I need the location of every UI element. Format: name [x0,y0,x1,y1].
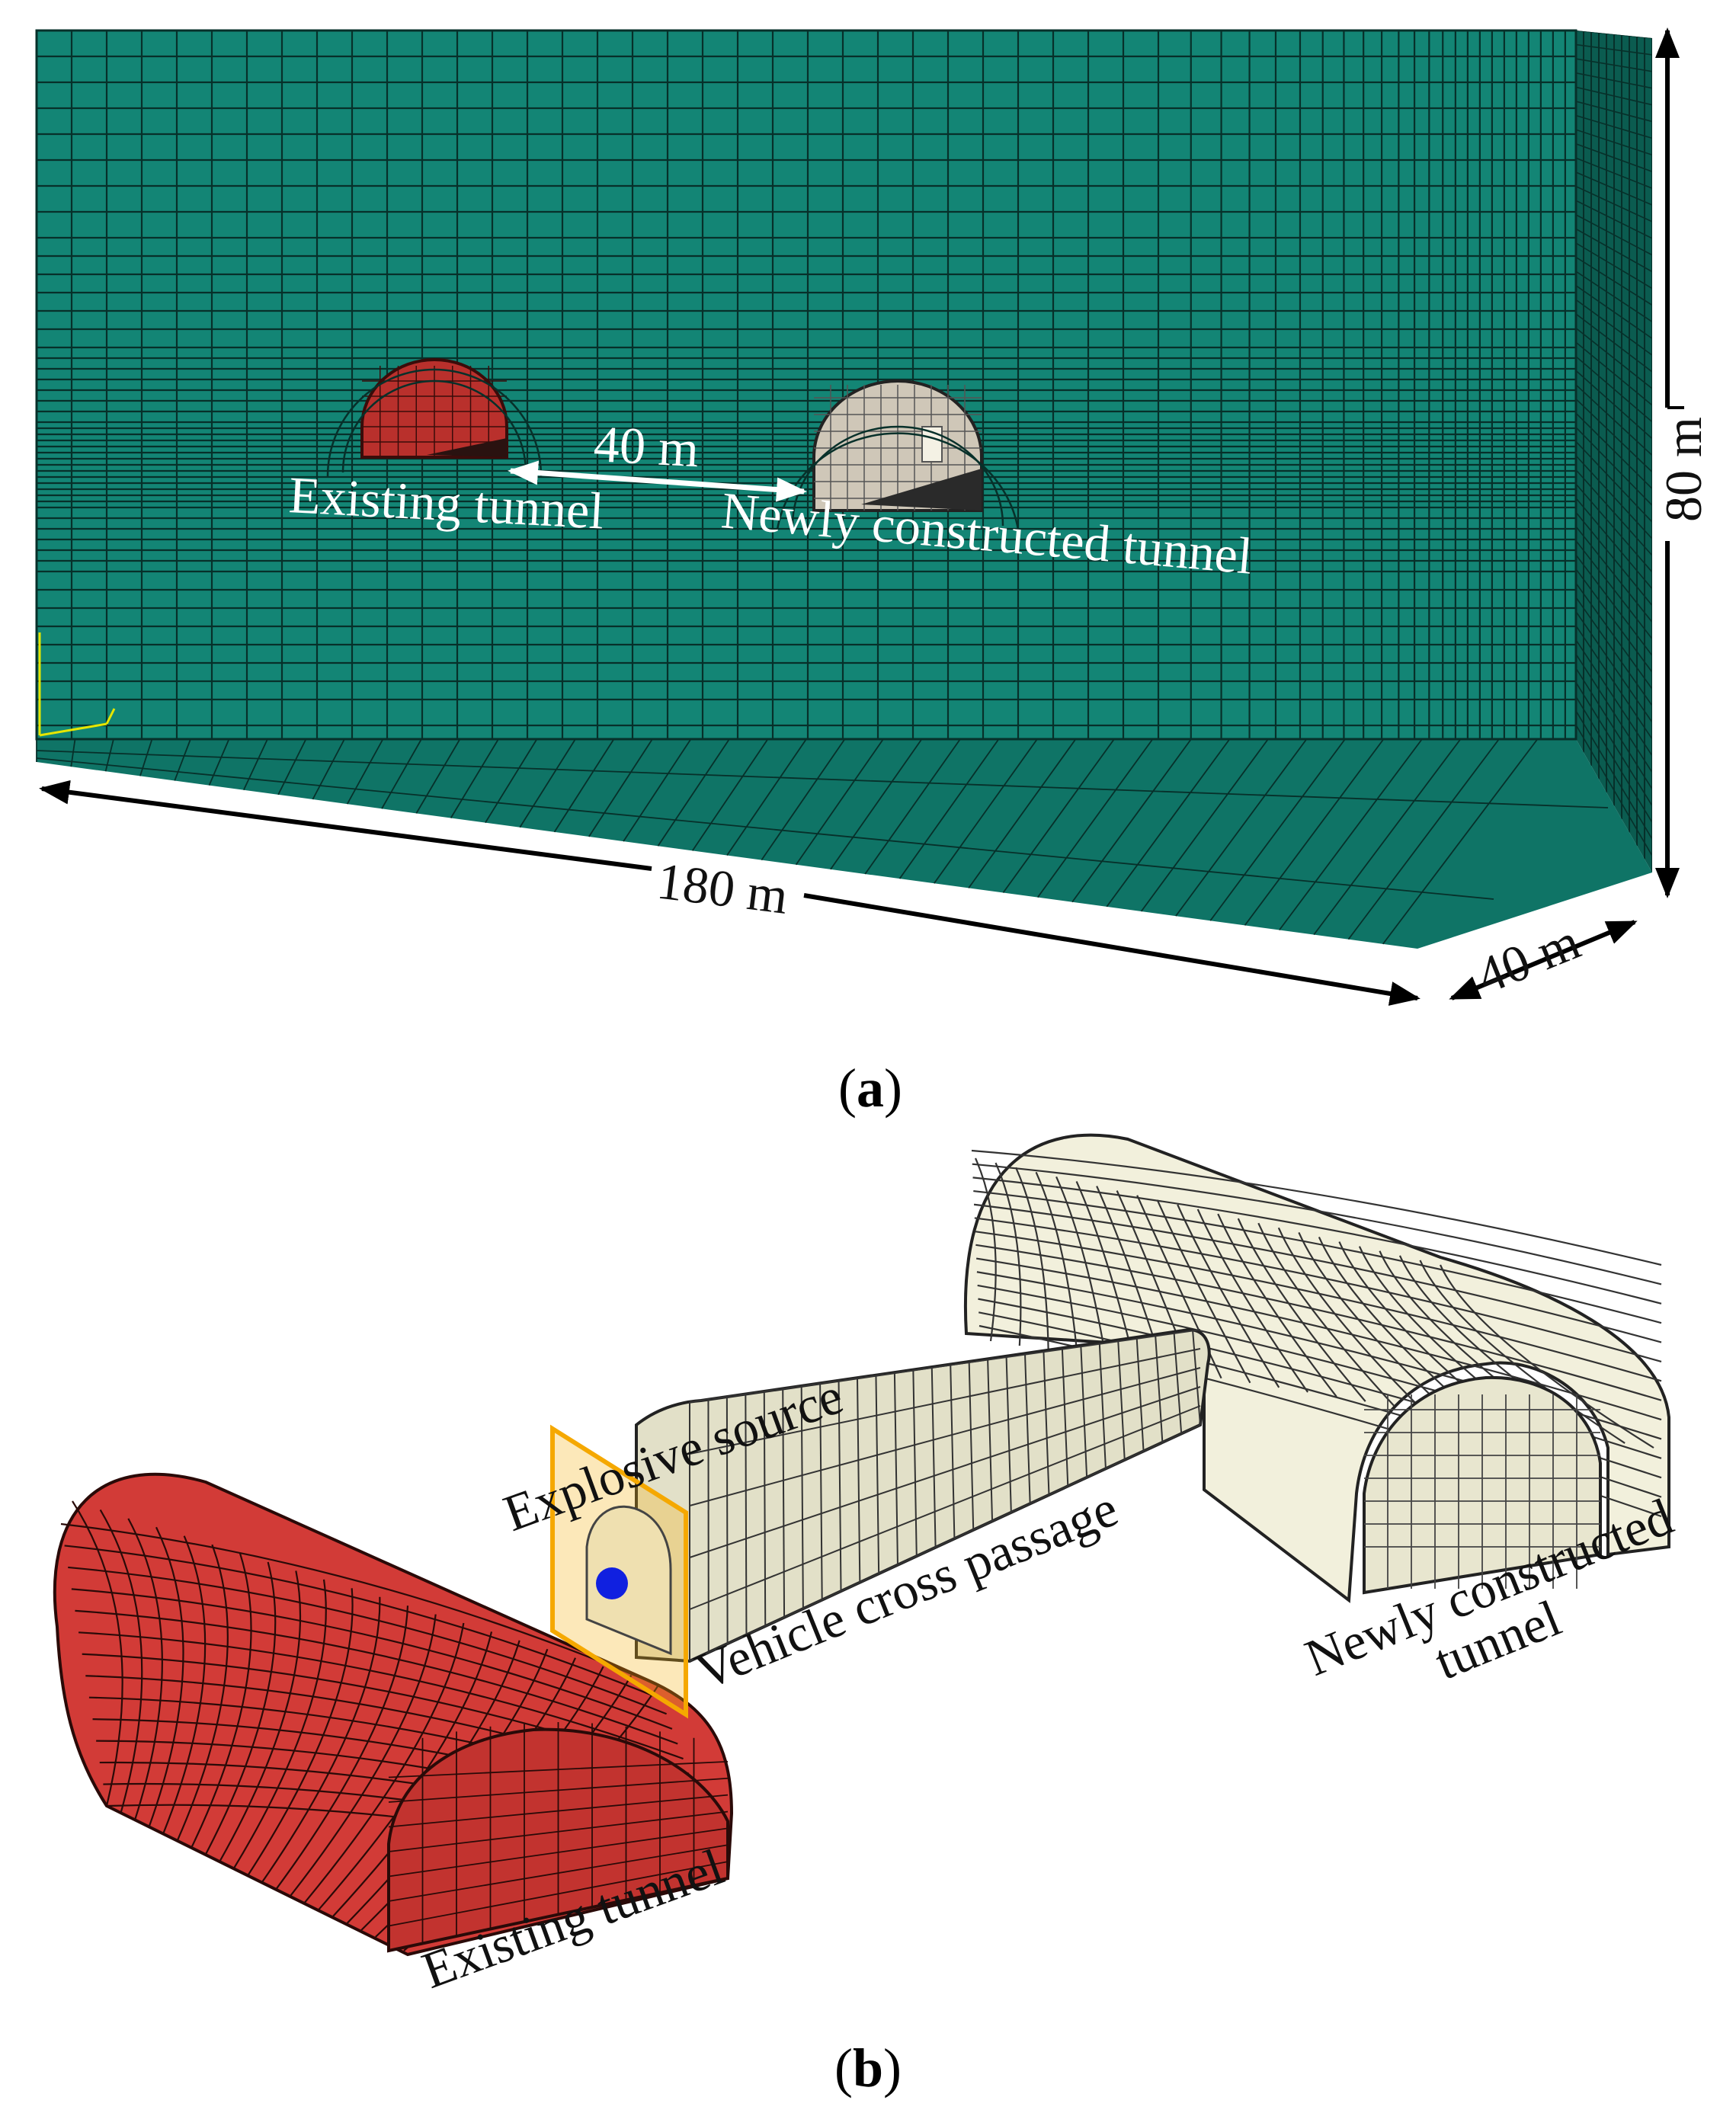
axis-triad-icon [38,632,116,737]
new-tunnel-section [812,379,983,512]
panel-a-mesh-model [35,29,1652,949]
svg-text:(b): (b) [834,2038,902,2099]
panel-a-caption: (a) [838,1058,902,1119]
length-arrow-left [39,780,652,871]
label-height: 80 m [1654,417,1712,522]
length-arrow-right [803,893,1421,1006]
dimension-arrows [39,27,1684,1006]
panel-b-tunnel-model [53,1133,1670,1957]
mesh-grid-side [1576,30,1652,872]
label-length: 180 m [654,851,791,924]
label-spacing: 40 m [592,415,700,478]
existing-tunnel-body [53,1472,734,1957]
cross-passage-body [635,1327,1211,1663]
panel-b-caption: (b) [834,2038,902,2099]
mesh-front-face [37,30,1576,739]
dot-icon [596,1567,628,1599]
mesh-bottom-face [37,739,1652,949]
existing-tunnel-section [360,358,508,459]
depth-arrow [1449,920,1638,1000]
svg-text:(a): (a) [838,1058,902,1119]
explosive-source-plane [550,1424,688,1719]
panel-b-letter: b [853,2038,883,2099]
mesh-grid-bottom [36,738,1609,945]
spacing-arrow [508,460,807,502]
panel-a-letter: a [857,1058,884,1119]
